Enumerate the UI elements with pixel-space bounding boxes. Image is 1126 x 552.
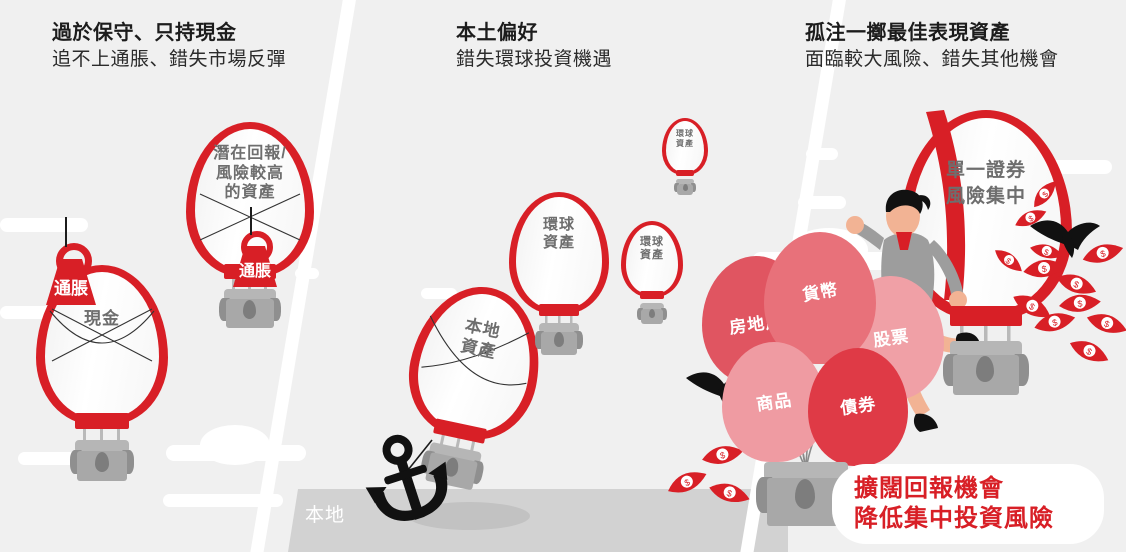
banknote-icon: $ [1069,341,1109,362]
basket-side-right [691,183,696,192]
weight-label: 通脹 [54,279,88,298]
balloon-label-line: 環球 [676,129,694,138]
svg-text:$: $ [1085,346,1094,357]
balloon-label-line: 資產 [542,234,575,252]
cluster-balloon-bonds: 債券 [808,348,908,466]
balloon-label-line: 的資產 [224,184,276,202]
balloon-basket [219,289,281,331]
svg-text:$: $ [1103,318,1111,329]
basket-rim [676,179,694,184]
balloon-envelope [626,225,678,294]
banner-line-1: 擴闊回報機會 [854,475,1004,502]
balloon-label: 環球 資產 [662,129,708,149]
balloon-label-line: 單一證券 [945,160,1026,181]
basket-drop-icon [243,300,256,319]
panel-heading-conservative: 過於保守、只持現金 追不上通脹、錯失市場反彈 [52,20,286,73]
panel-heading-home-bias: 本土偏好 錯失環球投資機遇 [456,20,612,73]
balloon-single-security: 單一證券 風險集中 [900,110,1072,395]
heading-title: 本土偏好 [456,22,538,44]
ground-band [288,489,788,552]
summary-banner: 擴闊回報機會 降低集中投資風險 [832,464,1104,544]
balloon-skirt [676,170,694,176]
svg-text:$: $ [719,450,726,461]
balloon-skirt [75,413,129,429]
balloon-envelope [516,197,602,309]
balloon-label: 單一證券 風險集中 [900,158,1072,209]
svg-text:$: $ [1099,248,1107,259]
balloon-label-line: 環球 [640,236,664,248]
balloon-label-line: 資產 [676,138,694,148]
basket-side-left [637,308,643,320]
cluster-balloon-label: 債券 [839,394,878,419]
basket-drop-icon [95,452,109,472]
basket-side-right [661,308,667,320]
cloud-icon [200,425,270,465]
balloon-basket [637,303,667,325]
svg-text:$: $ [1072,279,1080,290]
weight-rope [250,207,252,235]
basket-drop-icon [649,309,655,318]
basket-drop-icon [554,332,564,347]
basket-side-right [574,331,583,349]
svg-text:$: $ [683,477,692,488]
banknote-icon: $ [1082,244,1124,263]
cloud-icon [0,218,88,232]
heading-subtitle: 追不上通脹、錯失市場反彈 [52,49,287,70]
balloon-label-line: 風險較高 [215,164,284,182]
balloon-skirt [640,291,664,299]
ground-label-local: 本地 [305,505,346,526]
balloon-basket [419,441,486,494]
basket-drop-icon [976,356,994,382]
balloon-global-assets-small: 環球 資產 [662,118,708,195]
svg-text:$: $ [1077,299,1083,309]
weight-rope [65,217,67,247]
basket-drop-icon [683,184,688,191]
balloon-basket [943,341,1029,399]
balloon-skirt [539,304,579,316]
cloud-icon [163,494,283,507]
basket-side-left [219,298,230,321]
balloon-global-assets-large: 環球 資產 [509,192,609,355]
balloon-label: 潛在回報/ 風險較高 的資產 [186,144,314,203]
balloon-label-line: 環球 [542,216,575,233]
basket-rim [539,323,579,333]
anchor-shadow [408,502,530,530]
basket-side-right [270,298,281,321]
banknote-icon: $ [1086,314,1126,333]
panel-heading-concentration: 孤注一擲最佳表現資產 面臨較大風險、錯失其他機會 [805,20,1059,73]
basket-side-left [674,183,679,192]
cloud-icon [421,288,457,299]
basket-side-left [535,331,544,349]
balloon-global-assets-medium: 環球 資產 [621,221,683,324]
balloon-label: 環球 資產 [509,216,609,253]
heading-subtitle: 面臨較大風險、錯失其他機會 [805,49,1059,70]
heading-subtitle: 錯失環球投資機遇 [456,49,613,70]
cluster-balloon-label: 貨幣 [800,279,840,305]
balloon-label-line: 資產 [640,249,664,262]
basket-rim [75,440,129,453]
balloon-label: 環球 資產 [621,236,683,263]
heading-title: 孤注一擲最佳表現資產 [805,22,1010,44]
basket-rim [640,303,664,310]
balloon-label-line: 風險集中 [945,185,1026,207]
basket-drop-icon [795,479,815,509]
heading-title: 過於保守、只持現金 [52,22,237,44]
balloon-basket [535,323,583,357]
balloon-label: 現金 [84,309,120,328]
balloon-label-line: 潛在回報/ [213,145,287,162]
balloon-basket [70,440,134,484]
basket-rim [224,289,276,301]
weight-label: 通脹 [238,263,271,280]
balloon-basket [674,179,696,196]
balloon-skirt [950,306,1022,326]
banner-line-2: 降低集中投資風險 [854,505,1054,532]
balloon-envelope [666,121,704,172]
